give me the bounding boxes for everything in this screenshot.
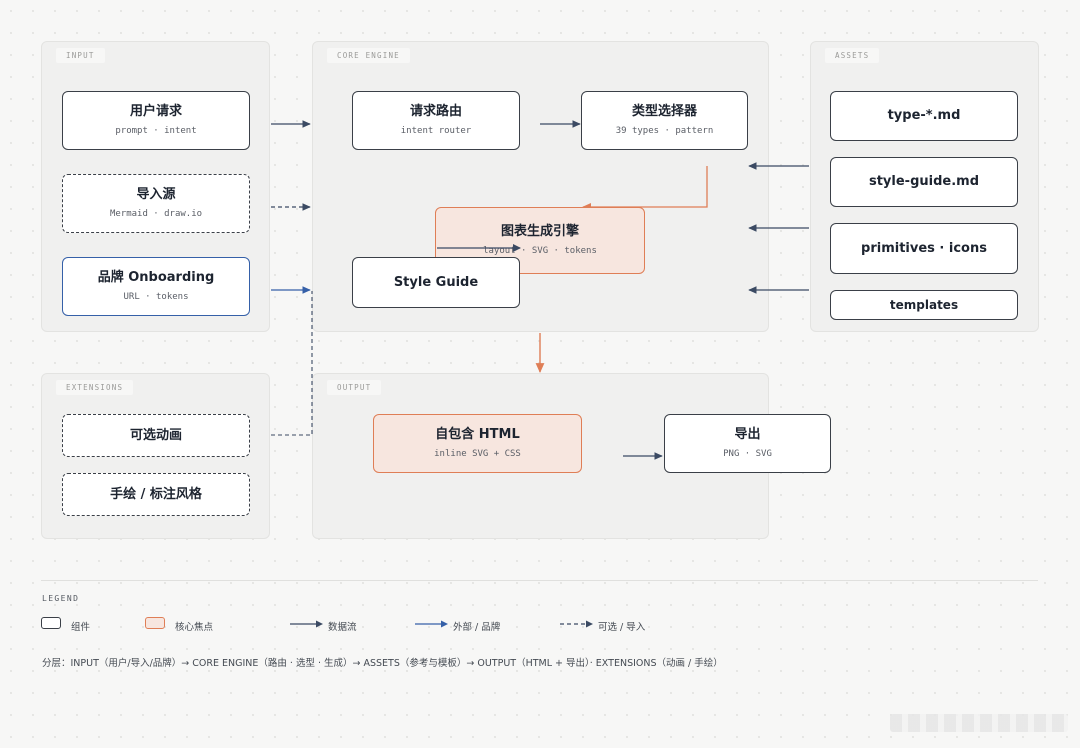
layer-summary-text: 分层：INPUT（用户/导入/品牌）→ CORE ENGINE（路由 · 选型 … xyxy=(42,658,723,669)
type-selector-title: 类型选择器 xyxy=(631,104,697,119)
asset-type-md-title: type-*.md xyxy=(887,108,961,123)
diagram-engine-subtitle: layout · SVG · tokens xyxy=(483,246,597,256)
legend-focus-label: 核心焦点 xyxy=(175,622,214,633)
export-subtitle: PNG · SVG xyxy=(723,449,772,459)
asset-style-guide-title: style-guide.md xyxy=(868,174,980,189)
watermark xyxy=(890,714,1068,732)
type-selector-subtitle: 39 types · pattern xyxy=(615,126,714,136)
export-node[interactable]: 导出 PNG · SVG xyxy=(664,414,831,473)
asset-primitives-node[interactable]: primitives · icons xyxy=(830,223,1018,274)
style-guide-title: Style Guide xyxy=(393,274,479,290)
legend-external-label: 外部 / 品牌 xyxy=(453,622,501,633)
import-source-title: 导入源 xyxy=(136,187,176,202)
import-source-node[interactable]: 导入源 Mermaid · draw.io xyxy=(62,174,250,233)
legend-focus-swatch xyxy=(145,617,165,629)
request-router-node[interactable]: 请求路由 intent router xyxy=(352,91,520,150)
extensions-to-core-edge xyxy=(271,291,313,436)
legend-optional-label: 可选 / 导入 xyxy=(598,622,646,633)
import-source-subtitle: Mermaid · draw.io xyxy=(109,209,203,219)
asset-templates-node[interactable]: templates xyxy=(830,290,1018,320)
diagram-engine-title: 图表生成引擎 xyxy=(500,224,579,239)
html-output-title: 自包含 HTML xyxy=(435,427,520,442)
output-group-label: OUTPUT xyxy=(327,380,382,395)
html-output-node[interactable]: 自包含 HTML inline SVG + CSS xyxy=(373,414,582,473)
input-group-label: INPUT xyxy=(56,48,105,63)
legend-external-arrow xyxy=(415,620,448,628)
html-output-subtitle: inline SVG + CSS xyxy=(434,449,521,459)
user-request-node[interactable]: 用户请求 prompt · intent xyxy=(62,91,250,150)
brand-onboarding-title: 品牌 Onboarding xyxy=(97,270,215,285)
asset-templates-title: templates xyxy=(889,298,959,312)
export-title: 导出 xyxy=(734,427,761,442)
legend-title: LEGEND xyxy=(42,594,80,603)
legend-component-swatch xyxy=(41,617,61,629)
hand-drawn-node[interactable]: 手绘 / 标注风格 xyxy=(62,473,250,516)
optional-animation-title: 可选动画 xyxy=(129,427,182,443)
legend-optional-arrow xyxy=(560,620,593,628)
core-engine-group-label: CORE ENGINE xyxy=(327,48,410,63)
extensions-group-label: EXTENSIONS xyxy=(56,380,134,395)
brand-onboarding-node[interactable]: 品牌 Onboarding URL · tokens xyxy=(62,257,250,316)
optional-animation-node[interactable]: 可选动画 xyxy=(62,414,250,457)
legend-divider xyxy=(41,580,1038,581)
type-selector-node[interactable]: 类型选择器 39 types · pattern xyxy=(581,91,748,150)
hand-drawn-title: 手绘 / 标注风格 xyxy=(110,486,202,502)
user-request-title: 用户请求 xyxy=(129,104,182,119)
assets-group-label: ASSETS xyxy=(825,48,880,63)
brand-onboarding-subtitle: URL · tokens xyxy=(123,292,189,302)
legend-data-flow-label: 数据流 xyxy=(328,622,357,633)
user-request-subtitle: prompt · intent xyxy=(115,126,197,136)
request-router-subtitle: intent router xyxy=(400,126,472,136)
legend-component-label: 组件 xyxy=(71,622,91,633)
diagram-engine-node[interactable]: 图表生成引擎 layout · SVG · tokens xyxy=(435,207,645,274)
request-router-title: 请求路由 xyxy=(409,104,462,119)
style-guide-node[interactable]: Style Guide xyxy=(352,257,520,308)
asset-style-guide-node[interactable]: style-guide.md xyxy=(830,157,1018,207)
asset-type-md-node[interactable]: type-*.md xyxy=(830,91,1018,141)
asset-primitives-title: primitives · icons xyxy=(861,240,987,256)
legend-data-flow-arrow xyxy=(290,620,323,628)
